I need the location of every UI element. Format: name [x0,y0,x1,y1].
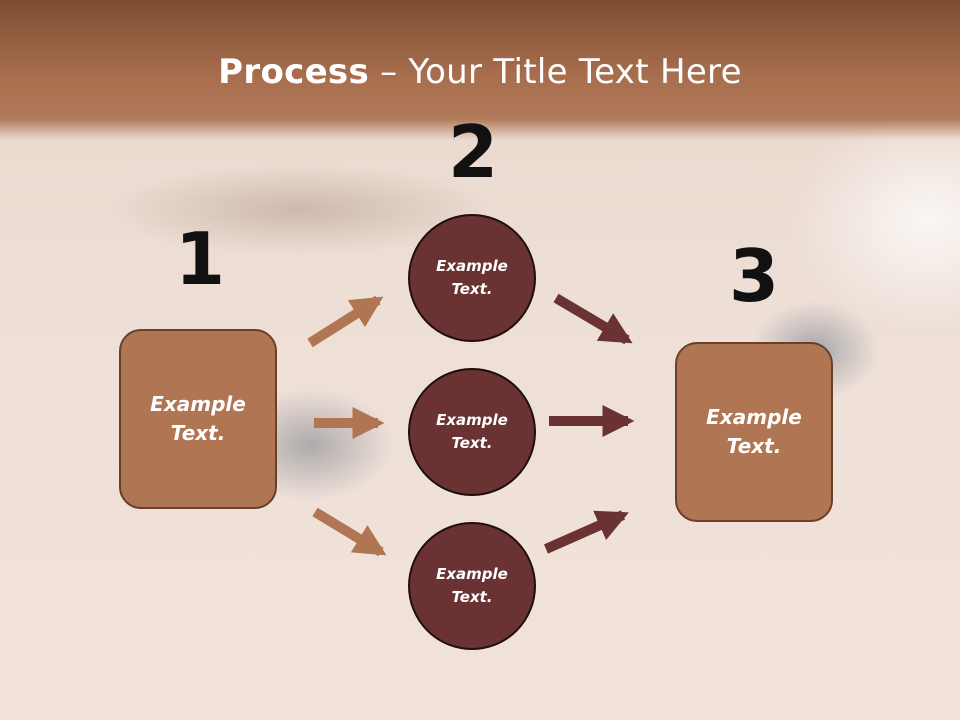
left-box-label: Example Text. [150,392,246,445]
circle-top-label: Example Text. [436,256,508,298]
right-box-label: Example Text. [706,405,802,458]
right-process-box: Example Text. [675,342,833,522]
arrow-left-to-top [307,295,384,348]
step-number-2: 2 [447,110,499,194]
arrow-bottom-to-right [543,510,629,554]
circle-step-middle: Example Text. [408,368,536,496]
title-rest-text: – Your Title Text Here [369,52,742,92]
left-process-box: Example Text. [119,329,277,509]
arrow-top-to-right [553,293,633,345]
circle-step-top: Example Text. [408,214,536,342]
circle-bottom-label: Example Text. [436,564,508,606]
title-band [0,0,960,140]
circle-step-bottom: Example Text. [408,522,536,650]
arrow-left-to-bottom [312,507,387,557]
title-bold-text: Process [218,52,370,92]
step-number-3: 3 [728,234,780,318]
slide-title: Process – Your Title Text Here [0,52,960,92]
circle-middle-label: Example Text. [436,410,508,452]
step-number-1: 1 [174,217,226,301]
